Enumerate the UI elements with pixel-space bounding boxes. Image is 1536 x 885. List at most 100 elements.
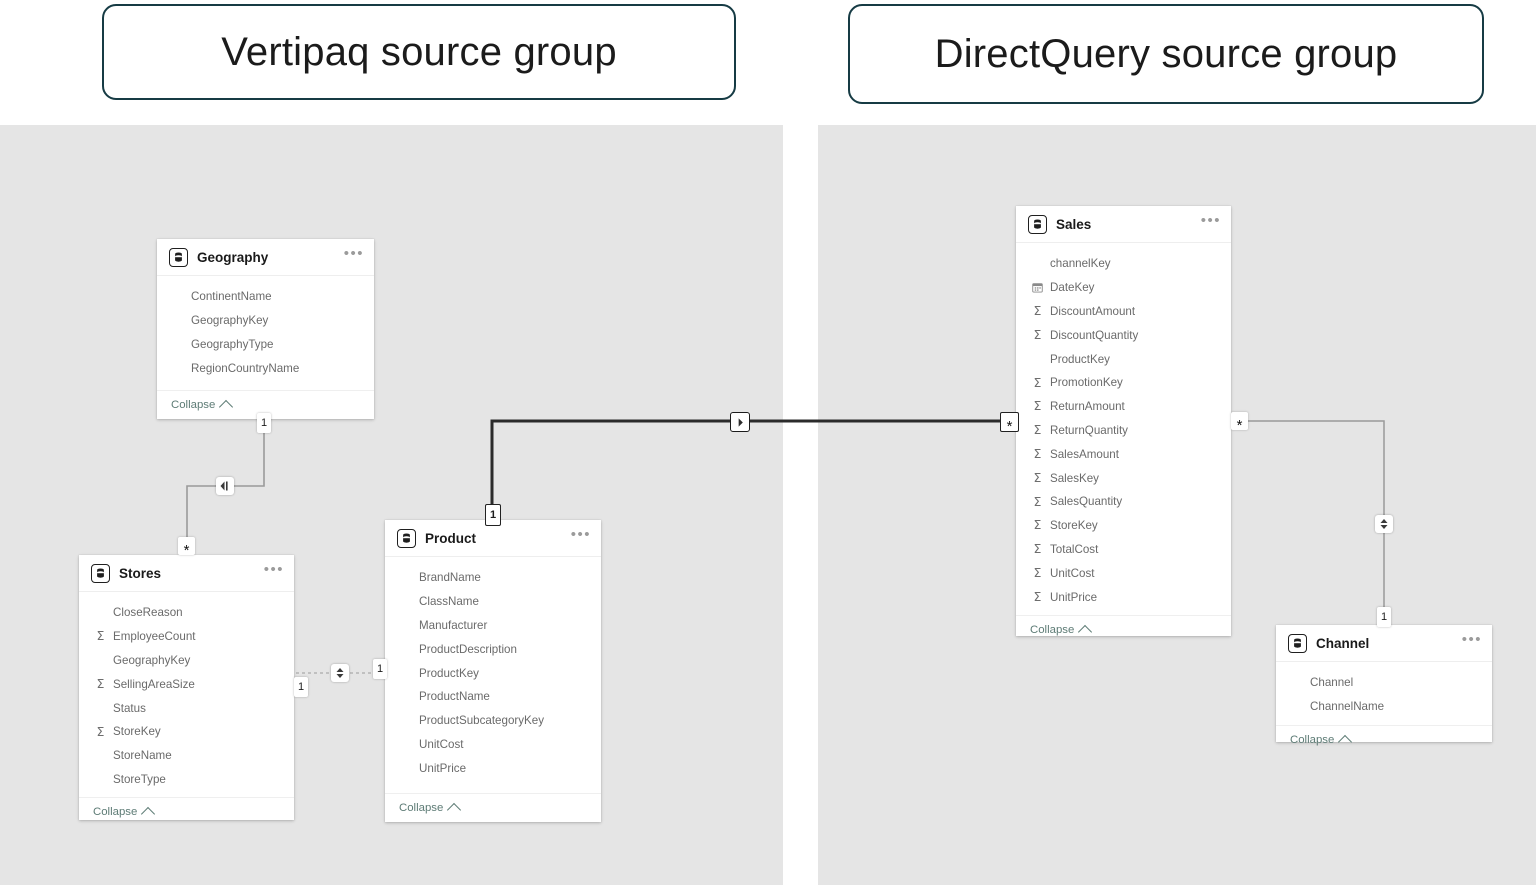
field-name-label: DiscountQuantity bbox=[1050, 328, 1139, 342]
field-name-label: ProductKey bbox=[1050, 352, 1110, 366]
field-row[interactable]: Status bbox=[79, 696, 294, 720]
field-row[interactable]: GeographyKey bbox=[157, 309, 374, 333]
field-row[interactable]: StoreName bbox=[79, 744, 294, 768]
field-row[interactable]: Σ DiscountQuantity bbox=[1016, 323, 1231, 347]
field-name-label: DiscountAmount bbox=[1050, 304, 1136, 318]
table-name-label: Sales bbox=[1056, 216, 1092, 232]
cross-filter-icon-geography-stores[interactable] bbox=[216, 477, 234, 495]
field-name-label: RegionCountryName bbox=[191, 361, 300, 375]
cross-filter-icon-product-sales[interactable] bbox=[730, 412, 750, 432]
table-header-sales[interactable]: Sales ••• bbox=[1016, 206, 1231, 243]
table-name-label: Channel bbox=[1316, 635, 1370, 651]
sigma-icon: Σ bbox=[1033, 517, 1042, 533]
more-options-icon[interactable]: ••• bbox=[570, 526, 591, 543]
sigma-icon: Σ bbox=[1033, 541, 1042, 557]
more-options-icon[interactable]: ••• bbox=[1461, 631, 1482, 648]
field-name-label: BrandName bbox=[419, 571, 481, 585]
field-name-label: ClassName bbox=[419, 595, 479, 609]
field-row[interactable]: channelKey bbox=[1016, 252, 1231, 276]
sigma-icon: Σ bbox=[1033, 374, 1042, 390]
field-row[interactable]: GeographyKey bbox=[79, 649, 294, 673]
calendar-icon bbox=[1032, 283, 1043, 293]
field-name-label: ProductSubcategoryKey bbox=[419, 714, 545, 728]
collapse-button-sales[interactable]: Collapse bbox=[1016, 614, 1231, 644]
field-row[interactable]: ChannelName bbox=[1276, 695, 1492, 719]
field-row[interactable]: ProductKey bbox=[1016, 347, 1231, 371]
field-name-label: StoreKey bbox=[113, 725, 161, 739]
table-header-geography[interactable]: Geography••• bbox=[157, 239, 374, 276]
field-row[interactable]: Manufacturer bbox=[385, 614, 601, 638]
field-name-label: StoreName bbox=[113, 749, 172, 763]
table-header-product[interactable]: Product••• bbox=[385, 520, 601, 557]
field-name-label: Status bbox=[113, 701, 146, 715]
table-header-stores[interactable]: Stores••• bbox=[79, 555, 294, 592]
sigma-icon: Σ bbox=[1033, 588, 1042, 604]
field-name-label: EmployeeCount bbox=[113, 630, 196, 644]
collapse-button-geography[interactable]: Collapse bbox=[157, 390, 374, 419]
cross-filter-icon-stores-product[interactable] bbox=[331, 664, 349, 682]
field-name-label: UnitCost bbox=[419, 737, 464, 751]
cardinality-badge-stores-many: * bbox=[178, 537, 195, 558]
collapse-button-channel[interactable]: Collapse bbox=[1276, 724, 1492, 754]
field-row[interactable]: ProductSubcategoryKey bbox=[385, 709, 601, 733]
field-name-label: UnitPrice bbox=[419, 761, 467, 775]
chevron-up-icon bbox=[447, 802, 462, 818]
field-row[interactable]: DateKey bbox=[1016, 276, 1231, 300]
field-row[interactable]: BrandName bbox=[385, 566, 601, 590]
field-row[interactable]: RegionCountryName bbox=[157, 356, 374, 380]
field-row[interactable]: UnitPrice bbox=[385, 756, 601, 780]
more-options-icon[interactable]: ••• bbox=[263, 561, 284, 578]
field-row[interactable]: CloseReason bbox=[79, 601, 294, 625]
more-options-icon[interactable]: ••• bbox=[343, 245, 364, 262]
field-row[interactable]: ClassName bbox=[385, 590, 601, 614]
field-row[interactable]: ProductDescription bbox=[385, 637, 601, 661]
field-name-label: GeographyType bbox=[191, 337, 274, 351]
field-name-label: channelKey bbox=[1050, 257, 1111, 271]
chevron-up-icon bbox=[1078, 624, 1093, 640]
field-name-label: SellingAreaSize bbox=[113, 677, 195, 691]
collapse-button-stores[interactable]: Collapse bbox=[79, 797, 294, 826]
collapse-button-product[interactable]: Collapse bbox=[385, 793, 601, 822]
table-icon bbox=[91, 563, 110, 583]
field-row[interactable]: ProductName bbox=[385, 685, 601, 709]
cross-filter-icon-sales-channel[interactable] bbox=[1375, 515, 1393, 533]
field-row[interactable]: ProductKey bbox=[385, 661, 601, 685]
table-header-channel[interactable]: Channel ••• bbox=[1276, 625, 1492, 662]
field-name-label: SalesQuantity bbox=[1050, 495, 1123, 509]
cardinality-badge-product-one-sales: 1 bbox=[485, 504, 501, 526]
field-name-label: ReturnQuantity bbox=[1050, 423, 1128, 437]
field-row[interactable]: Channel bbox=[1276, 671, 1492, 695]
field-name-label: ContinentName bbox=[191, 290, 272, 304]
field-row[interactable]: StoreType bbox=[79, 768, 294, 792]
table-icon bbox=[1288, 633, 1307, 653]
field-row[interactable]: UnitCost bbox=[385, 733, 601, 757]
more-options-icon[interactable]: ••• bbox=[1200, 212, 1221, 229]
sigma-icon: Σ bbox=[1033, 327, 1042, 343]
sigma-icon: Σ bbox=[1033, 565, 1042, 580]
field-row[interactable]: GeographyType bbox=[157, 333, 374, 357]
field-row[interactable]: ContinentName bbox=[157, 285, 374, 309]
collapse-label: Collapse bbox=[1030, 623, 1075, 636]
